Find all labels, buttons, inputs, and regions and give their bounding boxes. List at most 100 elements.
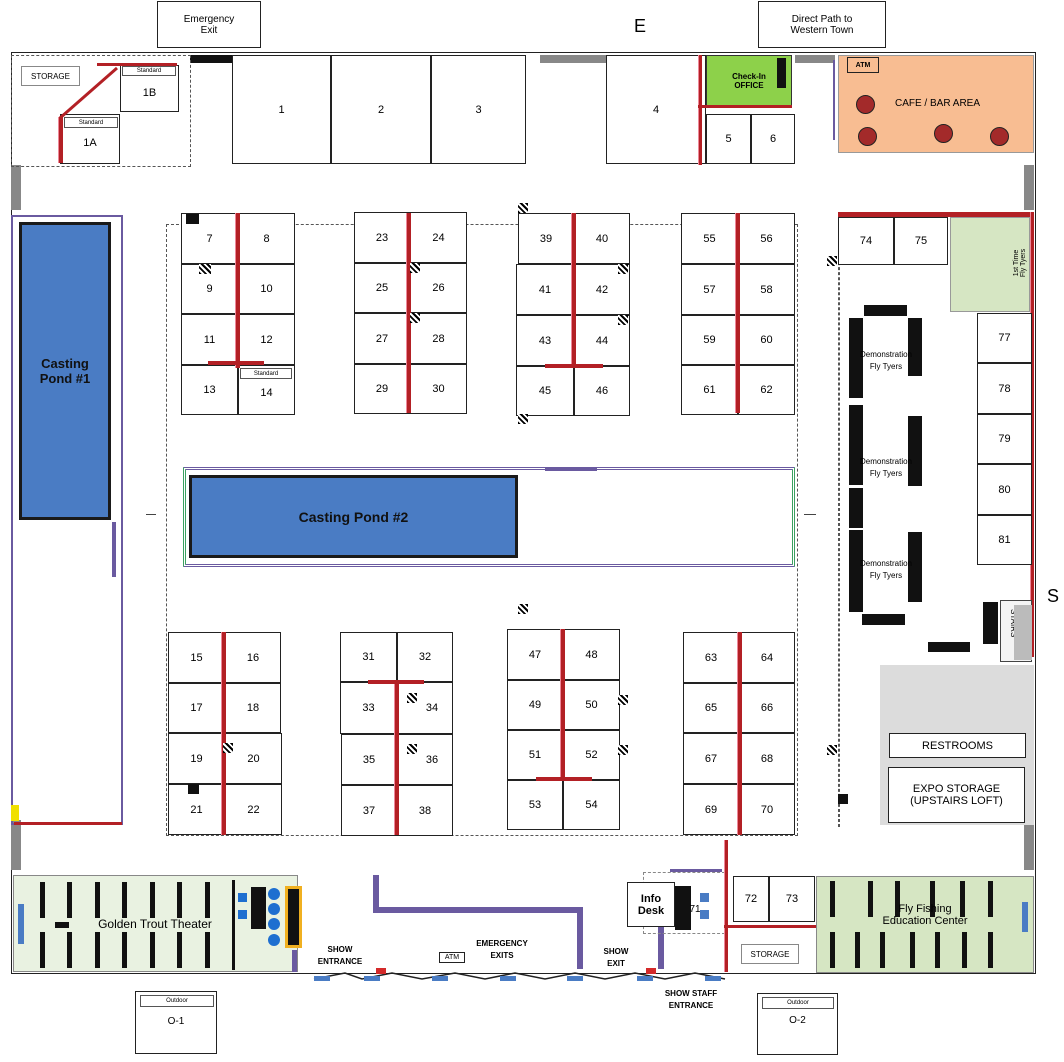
booth-33[interactable]: 33: [340, 682, 397, 734]
booth-2[interactable]: 2: [331, 55, 431, 164]
booth-15[interactable]: 15: [168, 632, 225, 683]
booth-3[interactable]: 3: [431, 55, 526, 164]
booth-70[interactable]: 70: [739, 784, 795, 835]
booth-5[interactable]: 5: [706, 114, 751, 164]
casting-pond-2[interactable]: Casting Pond #2: [189, 475, 518, 558]
theater-seat-row: [150, 882, 155, 918]
east-zone-outline: [838, 217, 840, 827]
booth-61[interactable]: 61: [681, 365, 738, 415]
booth-18[interactable]: 18: [225, 683, 281, 733]
booth-4[interactable]: 4: [606, 55, 706, 164]
booth-39[interactable]: 39: [518, 213, 574, 264]
booth-27[interactable]: 27: [354, 313, 410, 364]
booth-26[interactable]: 26: [410, 263, 467, 313]
booth-77[interactable]: 77: [977, 313, 1032, 363]
booth-75[interactable]: 75: [894, 217, 948, 265]
booth-22[interactable]: 22: [225, 784, 282, 835]
booth-1[interactable]: 1: [232, 55, 331, 164]
booth-53[interactable]: 53: [507, 780, 563, 830]
booth-54[interactable]: 54: [563, 780, 620, 830]
booth-17[interactable]: 17: [168, 683, 225, 733]
booth-8[interactable]: 8: [238, 213, 295, 264]
booth-29[interactable]: 29: [354, 364, 410, 414]
booth-50[interactable]: 50: [563, 680, 620, 730]
show-staff-entrance-label[interactable]: SHOW STAFF ENTRANCE: [664, 989, 718, 1010]
booth-40[interactable]: 40: [574, 213, 630, 264]
restrooms[interactable]: RESTROOMS: [889, 733, 1026, 758]
booth-43[interactable]: 43: [516, 315, 574, 366]
booth-35[interactable]: 35: [341, 734, 397, 785]
booth-11[interactable]: 11: [181, 314, 238, 365]
booth-31[interactable]: 31: [340, 632, 397, 682]
booth-69[interactable]: 69: [683, 784, 739, 835]
booth-57[interactable]: 57: [681, 264, 738, 315]
booth-46[interactable]: 46: [574, 366, 630, 416]
booth-36[interactable]: 36: [397, 734, 453, 785]
booth-73[interactable]: 73: [769, 876, 815, 922]
booth-19[interactable]: 19: [168, 733, 225, 784]
booth-55[interactable]: 55: [681, 213, 738, 264]
info-desk[interactable]: Info Desk: [627, 882, 675, 927]
booth-81[interactable]: 81: [977, 515, 1032, 565]
booth-49[interactable]: 49: [507, 680, 563, 730]
aisle-divider: [571, 213, 576, 368]
booth-label: 3: [475, 103, 482, 116]
booth-label: 49: [528, 699, 542, 711]
booth-52[interactable]: 52: [563, 730, 620, 780]
pond-label: Casting Pond #1: [39, 356, 91, 386]
screen: [18, 904, 24, 944]
booth-label: 23: [375, 231, 389, 244]
booth-label: 24: [432, 231, 445, 244]
booth-67[interactable]: 67: [683, 733, 739, 784]
booth-48[interactable]: 48: [563, 629, 620, 680]
fly-fishing-education-center[interactable]: [816, 876, 1034, 973]
booth-20[interactable]: 20: [225, 733, 282, 784]
booth-78[interactable]: 78: [977, 363, 1032, 414]
booth-label: 51: [528, 749, 542, 761]
booth-59[interactable]: 59: [681, 315, 738, 365]
booth-41[interactable]: 41: [516, 264, 574, 315]
booth-79[interactable]: 79: [977, 414, 1032, 464]
booth-63[interactable]: 63: [683, 632, 739, 683]
casting-pond-1[interactable]: Casting Pond #1: [19, 222, 111, 520]
show-exit-label[interactable]: SHOW EXIT: [603, 947, 629, 968]
booth-47[interactable]: 47: [507, 629, 563, 680]
booth-30[interactable]: 30: [410, 364, 467, 414]
atm-bottom[interactable]: ATM: [439, 952, 465, 963]
booth-68[interactable]: 68: [739, 733, 795, 784]
booth-25[interactable]: 25: [354, 263, 410, 313]
booth-16[interactable]: 16: [225, 632, 281, 683]
booth-80[interactable]: 80: [977, 464, 1032, 515]
booth-74[interactable]: 74: [838, 217, 894, 265]
stage: [232, 880, 235, 970]
check-in-counter: [777, 58, 786, 88]
booth-56[interactable]: 56: [738, 213, 795, 264]
expo-storage[interactable]: EXPO STORAGE (UPSTAIRS LOFT): [888, 767, 1025, 823]
emergency-exits-label[interactable]: EMERGENCY EXITS: [476, 939, 528, 960]
booth-32[interactable]: 32: [397, 632, 453, 682]
booth-37[interactable]: 37: [341, 785, 397, 836]
booth-72[interactable]: 72: [733, 876, 769, 922]
booth-6[interactable]: 6: [751, 114, 795, 164]
booth-23[interactable]: 23: [354, 212, 410, 263]
booth-64[interactable]: 64: [739, 632, 795, 683]
booth-34[interactable]: 34: [397, 682, 453, 734]
booth-66[interactable]: 66: [739, 683, 795, 733]
booth-51[interactable]: 51: [507, 730, 563, 780]
booth-58[interactable]: 58: [738, 264, 795, 315]
check-in-label: Check-In OFFICE: [732, 72, 766, 90]
booth-12[interactable]: 12: [238, 314, 295, 365]
booth-13[interactable]: 13: [181, 365, 238, 415]
show-entrance-label[interactable]: SHOW ENTRANCE: [317, 945, 363, 966]
booth-62[interactable]: 62: [738, 365, 795, 415]
column-marker: [518, 203, 528, 213]
booth-45[interactable]: 45: [516, 366, 574, 416]
booth-65[interactable]: 65: [683, 683, 739, 733]
atm-top[interactable]: ATM: [847, 57, 879, 73]
booth-60[interactable]: 60: [738, 315, 795, 365]
booth-10[interactable]: 10: [238, 264, 295, 314]
booth-38[interactable]: 38: [397, 785, 453, 836]
booth-24[interactable]: 24: [410, 212, 467, 263]
booth-label: 62: [760, 384, 773, 396]
first-time-fly-tyers[interactable]: 1st Time Fly Tyers: [950, 217, 1030, 312]
